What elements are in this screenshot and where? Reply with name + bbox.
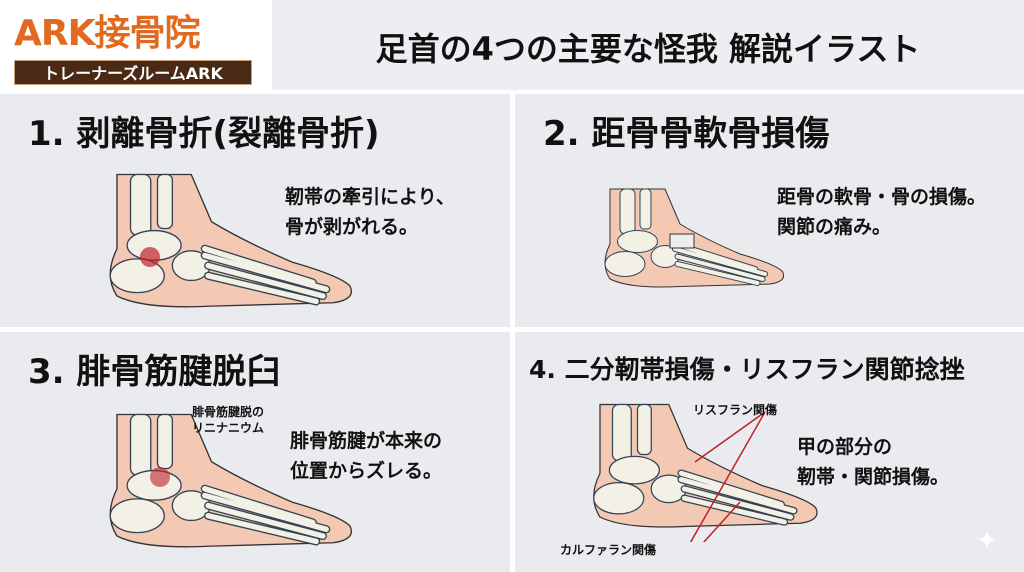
- description-line: 関節の痛み。: [777, 216, 892, 238]
- foot-illustration: [575, 392, 825, 542]
- description-line: 靭帯の牽引により、: [285, 186, 455, 208]
- page-title: 足首の4つの主要な怪我 解説イラスト: [375, 30, 921, 68]
- panel-bifurcate-lisfranc: 4. 二分靭帯損傷・リスフラン関節捻挫 リスフラン関傷 カルファラン関傷 甲の部…: [515, 332, 1024, 572]
- annotation-label: 腓骨筋腱脱の: [192, 405, 265, 419]
- description-line: 腓骨筋腱が本来の: [290, 430, 443, 452]
- header: 足首の4つの主要な怪我 解説イラスト: [272, 0, 1024, 90]
- description-line: 甲の部分の: [797, 436, 893, 458]
- panel-peroneal-dislocation: 3. 腓骨筋腱脱臼 腓骨筋腱脱の リニナニウム 腓骨筋腱が本来の 位置からズレる…: [0, 332, 510, 572]
- foot-illustration: [590, 154, 790, 324]
- foot-illustration: [90, 162, 360, 322]
- label-calcaneocuboid: カルファラン関傷: [560, 543, 657, 557]
- panel-title: 2. 距骨骨軟骨損傷: [543, 114, 830, 154]
- sparkle-icon: ✦: [976, 526, 998, 556]
- description-line: 位置からズレる。: [290, 460, 443, 482]
- panel-talar-osteochondral: 2. 距骨骨軟骨損傷 距骨の軟骨・骨の損傷。 関節の痛み。: [515, 94, 1024, 327]
- logo: ARK接骨院 トレーナーズルームARK: [0, 0, 268, 90]
- logo-main-text: ARK接骨院: [14, 13, 200, 54]
- panel-avulsion-fracture: 1. 剥離骨折(裂離骨折) 靭帯の牽引により、 骨が剥がれる。: [0, 94, 510, 327]
- label-lisfranc: リスフラン関傷: [693, 403, 778, 417]
- description-line: 距骨の軟骨・骨の損傷。: [777, 186, 987, 208]
- logo-sub-text: トレーナーズルームARK: [14, 60, 252, 85]
- panel-title: 4. 二分靭帯損傷・リスフラン関節捻挫: [529, 355, 965, 384]
- injury-mark: [140, 247, 160, 267]
- pointer-lines: [689, 411, 766, 542]
- injury-mark: [150, 467, 170, 487]
- panel-title: 3. 腓骨筋腱脱臼: [28, 352, 281, 392]
- description-line: 靭帯・関節損傷。: [797, 466, 950, 488]
- panel-title: 1. 剥離骨折(裂離骨折): [28, 114, 380, 154]
- foot-illustration: [90, 397, 360, 567]
- injury-mark: [669, 233, 695, 249]
- description-line: 骨が剥がれる。: [285, 216, 419, 238]
- annotation-label: リニナニウム: [192, 421, 265, 435]
